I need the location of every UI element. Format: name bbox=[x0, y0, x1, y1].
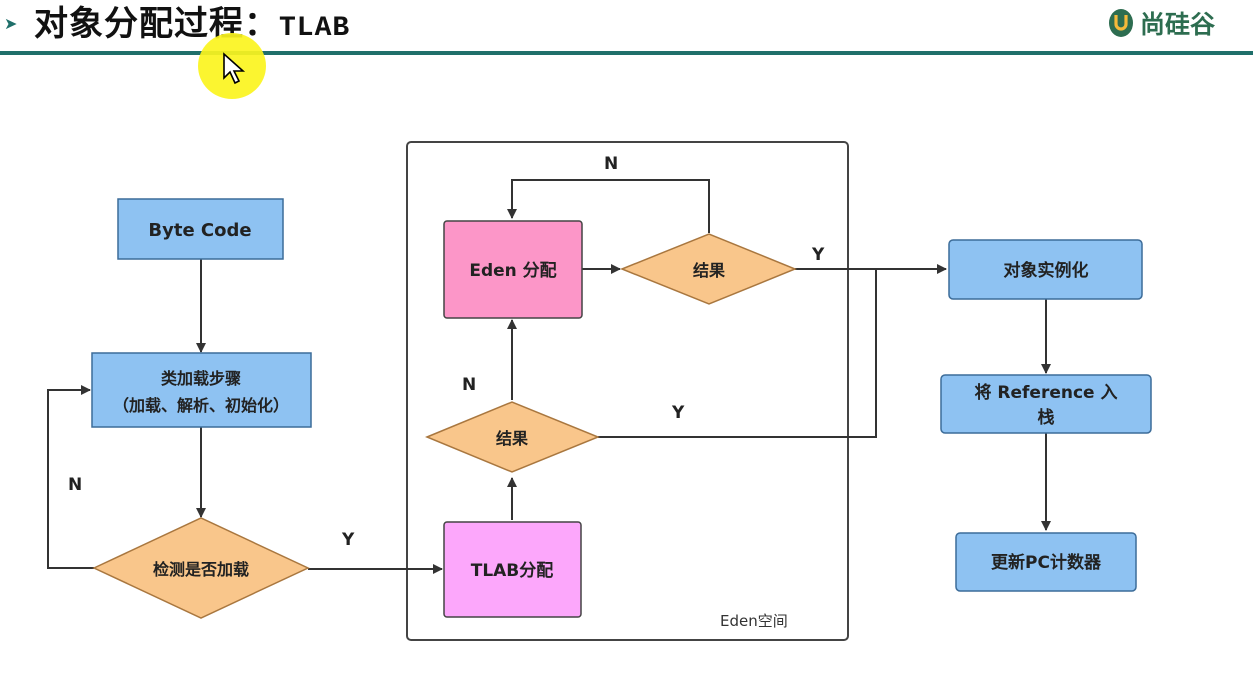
eden-space-frame bbox=[406, 141, 849, 641]
node-instantiate-label: 对象实例化 bbox=[1004, 260, 1089, 281]
node-push-reference-line1: 将 Reference 入 bbox=[974, 382, 1117, 403]
node-result-lower-label: 结果 bbox=[495, 429, 528, 448]
node-update-pc bbox=[955, 532, 1137, 592]
slide-title: 对象分配过程：TLAB bbox=[34, 4, 350, 44]
node-class-loading-line2: （加载、解析、初始化） bbox=[113, 396, 289, 415]
bullet-arrow-icon: ➤ bbox=[4, 14, 18, 33]
node-update-pc-label: 更新PC计数器 bbox=[991, 552, 1102, 573]
node-instantiate bbox=[948, 239, 1143, 300]
node-class-loading-line1: 类加载步骤 bbox=[161, 369, 241, 388]
mouse-cursor-icon bbox=[223, 52, 246, 85]
node-bytecode-label: Byte Code bbox=[148, 220, 251, 241]
label-upper-no: N bbox=[604, 154, 618, 174]
node-push-reference bbox=[940, 374, 1152, 434]
title-tlab: TLAB bbox=[279, 13, 351, 44]
label-check-yes: Y bbox=[341, 530, 355, 550]
node-tlab-alloc bbox=[443, 521, 582, 618]
node-eden-alloc bbox=[443, 220, 583, 319]
node-result-upper bbox=[619, 233, 797, 305]
node-eden-alloc-label: Eden 分配 bbox=[469, 261, 556, 281]
logo-text: 尚硅谷 bbox=[1140, 10, 1216, 39]
header-divider bbox=[0, 51, 1253, 55]
node-result-lower bbox=[425, 401, 600, 473]
node-check-loaded-label: 检测是否加载 bbox=[153, 560, 249, 579]
node-class-loading bbox=[91, 352, 312, 428]
node-tlab-alloc-label: TLAB分配 bbox=[471, 561, 554, 581]
label-lower-yes: Y bbox=[671, 403, 685, 423]
eden-space-label: Eden空间 bbox=[720, 612, 788, 630]
node-bytecode bbox=[117, 198, 284, 260]
edge-upper-no-loop bbox=[507, 179, 710, 233]
node-push-reference-line2: 栈 bbox=[1038, 407, 1055, 428]
edge-check-no-loop bbox=[47, 385, 94, 569]
label-check-no: N bbox=[68, 475, 82, 495]
label-lower-no: N bbox=[462, 375, 476, 395]
node-result-upper-label: 结果 bbox=[692, 261, 725, 280]
label-upper-yes: Y bbox=[811, 245, 825, 265]
u-logo-icon bbox=[1109, 9, 1133, 37]
edge-result-yes-to-instantiate bbox=[598, 269, 877, 438]
brand-logo: 尚硅谷 bbox=[1108, 5, 1215, 41]
node-check-loaded bbox=[92, 517, 310, 619]
